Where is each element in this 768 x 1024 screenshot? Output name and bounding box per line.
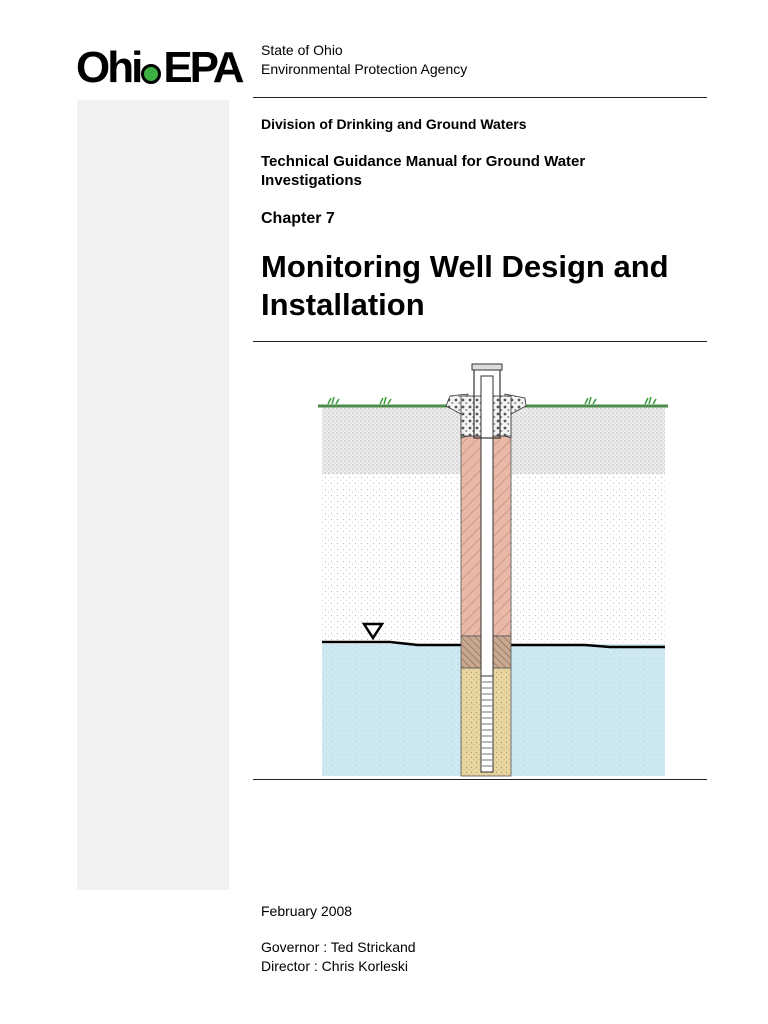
- director-line: Director : Chris Korleski: [261, 958, 409, 974]
- screen-slots: [482, 681, 492, 767]
- header-divider: [253, 97, 707, 98]
- grout-seal-right: [492, 435, 512, 637]
- publication-date: February 2008: [261, 903, 353, 919]
- agency-name: Environmental Protection Agency: [261, 61, 468, 77]
- division-name: Division of Drinking and Ground Waters: [261, 116, 527, 132]
- officials-block: Governor : Ted Strickand Director : Chri…: [261, 938, 416, 976]
- grout-seal-left: [460, 435, 482, 637]
- left-sidebar-panel: [77, 100, 229, 890]
- governor-line: Governor : Ted Strickand: [261, 939, 416, 955]
- well-riser-pipe: [480, 375, 494, 677]
- water-table-symbol: [361, 622, 385, 641]
- logo-text-epa: EPA: [163, 43, 244, 92]
- state-name: State of Ohio: [261, 42, 343, 58]
- casing-cap: [471, 363, 503, 371]
- logo-text-ohio: Ohi: [76, 43, 143, 92]
- chapter-label: Chapter 7: [261, 210, 335, 227]
- ohio-epa-logo: Ohi EPA: [76, 43, 245, 92]
- figure-divider: [253, 779, 707, 780]
- title-divider: [253, 341, 707, 342]
- logo-leaf-icon: [141, 64, 162, 84]
- grass-tufts: [327, 396, 657, 405]
- document-title: Monitoring Well Design and Installation: [261, 249, 669, 322]
- agency-block: State of Ohio Environmental Protection A…: [261, 41, 467, 79]
- monitoring-well-diagram: [318, 363, 668, 777]
- manual-title: Technical Guidance Manual for Ground Wat…: [261, 153, 586, 189]
